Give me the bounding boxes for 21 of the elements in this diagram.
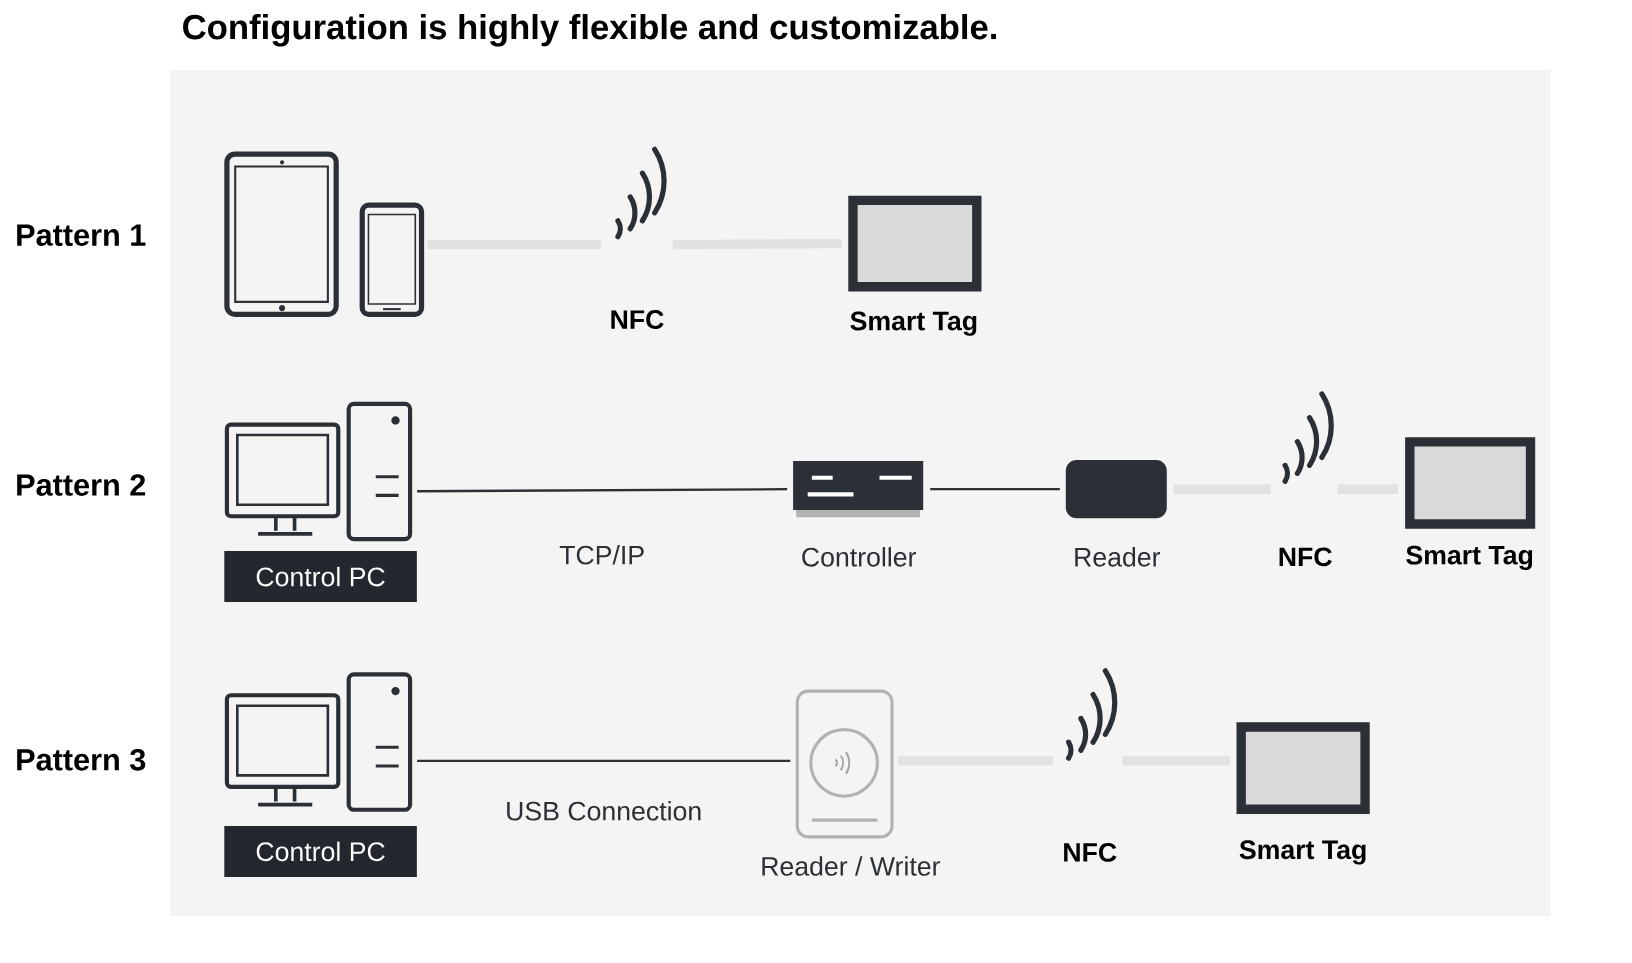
device-label: Smart Tag [850,311,977,336]
device-label: Reader / Writer [762,856,941,876]
device-label: Reader [1075,547,1161,567]
label-box: Control PC [224,825,417,877]
device-label: NFC [1279,547,1332,567]
edge-label: USB Connection [502,798,705,824]
edge-label: TCP/IP [556,542,648,568]
device-label: Smart Tag [1406,545,1533,570]
device-label: Smart Tag [1239,840,1366,865]
row-label: Pattern 1 [17,224,146,246]
label-box: Control PC [224,551,417,603]
device-label: NFC [611,310,664,329]
row-label: Pattern 3 [17,748,146,771]
device-label: Controller [802,547,916,567]
tablet-phone-drawing [224,151,425,317]
connection-line [417,759,791,762]
connection-line [417,488,788,493]
row-label: Pattern 2 [17,474,146,496]
connection-line [930,488,1060,491]
title: Configuration is highly flexible and customizable. [183,13,996,47]
device-label: NFC [1064,842,1117,862]
